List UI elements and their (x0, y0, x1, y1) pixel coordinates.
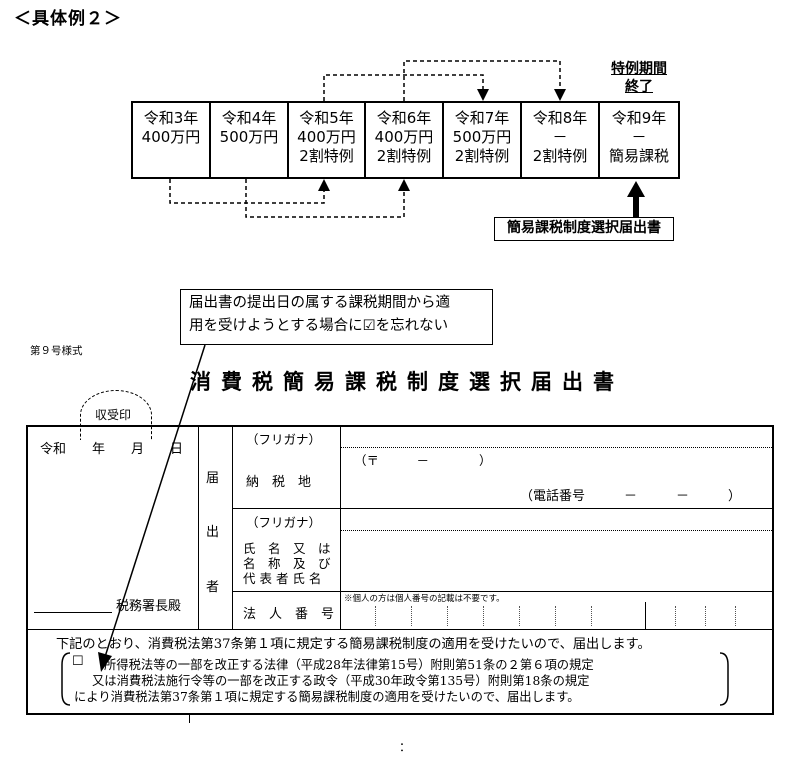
cell-year: 令和4年 (221, 109, 277, 127)
cell-note: 簡易課税 (608, 147, 669, 165)
name-label-line1: 氏 名 又 は (243, 541, 331, 556)
divider-label-col (340, 425, 341, 629)
divider-date-col (198, 425, 199, 629)
form-bottom-divider (26, 713, 773, 715)
timeline-cell-r5: 令和5年 400万円 2割特例 (287, 101, 366, 179)
timeline-cell-r7: 令和7年 500万円 2割特例 (442, 101, 522, 179)
timeline-cell-r6: 令和6年 400万円 2割特例 (364, 101, 444, 179)
form-top-border (26, 425, 774, 427)
callout-line2: 用を受けようとする場合に☑を忘れない (189, 318, 449, 334)
filer-label-char-2: 出 (206, 525, 220, 540)
date-field[interactable]: 令和 年 月 日 (40, 442, 184, 457)
special-period-line1: 特例期間 (611, 61, 667, 77)
cell-note: 2割特例 (532, 147, 588, 165)
cell-amount: － (552, 128, 568, 146)
furigana-label-1: （フリガナ） (246, 432, 322, 447)
form-left-border (26, 425, 28, 715)
row-divider-3 (26, 629, 773, 630)
timeline-cell-r3: 令和3年 400万円 (131, 101, 211, 179)
row-divider-1 (232, 508, 772, 509)
cell-year: 令和8年 (532, 109, 588, 127)
cell-note: 2割特例 (454, 147, 510, 165)
callout-note: 届出書の提出日の属する課税期間から適 用を受けようとする場合に☑を忘れない (180, 289, 493, 345)
filer-label-char-3: 者 (206, 580, 220, 595)
row-divider-2 (232, 591, 772, 592)
corp-number-note: ※個人の方は個人番号の記載は不要です。 (344, 594, 505, 604)
bottom-tick (189, 713, 190, 723)
section-title: ＜具体例２＞ (14, 9, 122, 29)
cell-year: 令和9年 (611, 109, 667, 127)
postal-code-field[interactable]: （〒 － ） (354, 453, 492, 468)
special-provision-line2: 又は消費税法施行令等の一部を改正する政令（平成30年政令第135号）附則第18条… (92, 674, 590, 688)
form-right-border (772, 425, 774, 715)
cell-year: 令和3年 (143, 109, 199, 127)
timeline-cell-r4: 令和4年 500万円 (209, 101, 289, 179)
cell-amount: 400万円 (297, 128, 356, 146)
callout-line1: 届出書の提出日の属する課税期間から適 (189, 295, 450, 311)
application-statement: 下記のとおり、消費税法第37条第１項に規定する簡易課税制度の適用を受けたいので、… (56, 637, 651, 652)
special-period-end-label: 特例期間 終了 (598, 60, 680, 96)
filer-label-char-1: 届 (206, 471, 220, 486)
cell-year: 令和6年 (376, 109, 432, 127)
tax-place-label: 納 税 地 (246, 475, 312, 490)
corp-number-label: 法 人 番 号 (243, 607, 335, 622)
special-provision-line1: 所得税法等の一部を改正する法律（平成28年法律第15号）附則第51条の２第６項の… (104, 658, 594, 672)
special-period-line2: 終了 (625, 79, 653, 95)
cell-amount: 400万円 (374, 128, 434, 146)
cell-amount: 400万円 (141, 128, 201, 146)
footer-mark: ： (399, 740, 412, 754)
cell-note: 2割特例 (299, 147, 354, 165)
simplified-tax-form-label: 簡易課税制度選択届出書 (494, 217, 674, 241)
name-label-line3: 代 表 者 氏 名 (243, 571, 322, 586)
tax-office-underline (34, 612, 112, 613)
cell-year: 令和7年 (454, 109, 510, 127)
timeline-arrows (169, 60, 645, 218)
timeline-cell-r8: 令和8年 － 2割特例 (520, 101, 600, 179)
phone-number-field[interactable]: （電話番号 － － ） (520, 489, 742, 504)
cell-amount: － (631, 128, 647, 146)
divider-filer-col (232, 425, 233, 629)
name-label-line2: 名 称 及 び (243, 556, 331, 571)
receipt-stamp-area (80, 390, 152, 440)
callout-arrow (98, 344, 206, 672)
form-title: 消費税簡易課税制度選択届出書 (190, 370, 624, 394)
receipt-stamp-label: 収受印 (95, 408, 132, 422)
cell-amount: 500万円 (219, 128, 279, 146)
furigana-line-2 (340, 530, 772, 531)
furigana-line-1 (340, 447, 772, 448)
corp-number-field[interactable] (340, 602, 772, 629)
special-provision-bracket (61, 652, 729, 706)
special-provision-checkbox[interactable]: ☐ (72, 654, 84, 669)
tax-office-name: 税務署長殿 (116, 599, 182, 614)
cell-amount: 500万円 (452, 128, 512, 146)
form-number: 第９号様式 (30, 345, 83, 357)
furigana-label-2: （フリガナ） (246, 515, 322, 530)
cell-note: 2割特例 (376, 147, 432, 165)
timeline-cell-r9: 令和9年 － 簡易課税 (598, 101, 680, 179)
cell-year: 令和5年 (299, 109, 354, 127)
special-provision-line3: により消費税法第37条第１項に規定する簡易課税制度の適用を受けたいので、届出しま… (74, 690, 580, 704)
